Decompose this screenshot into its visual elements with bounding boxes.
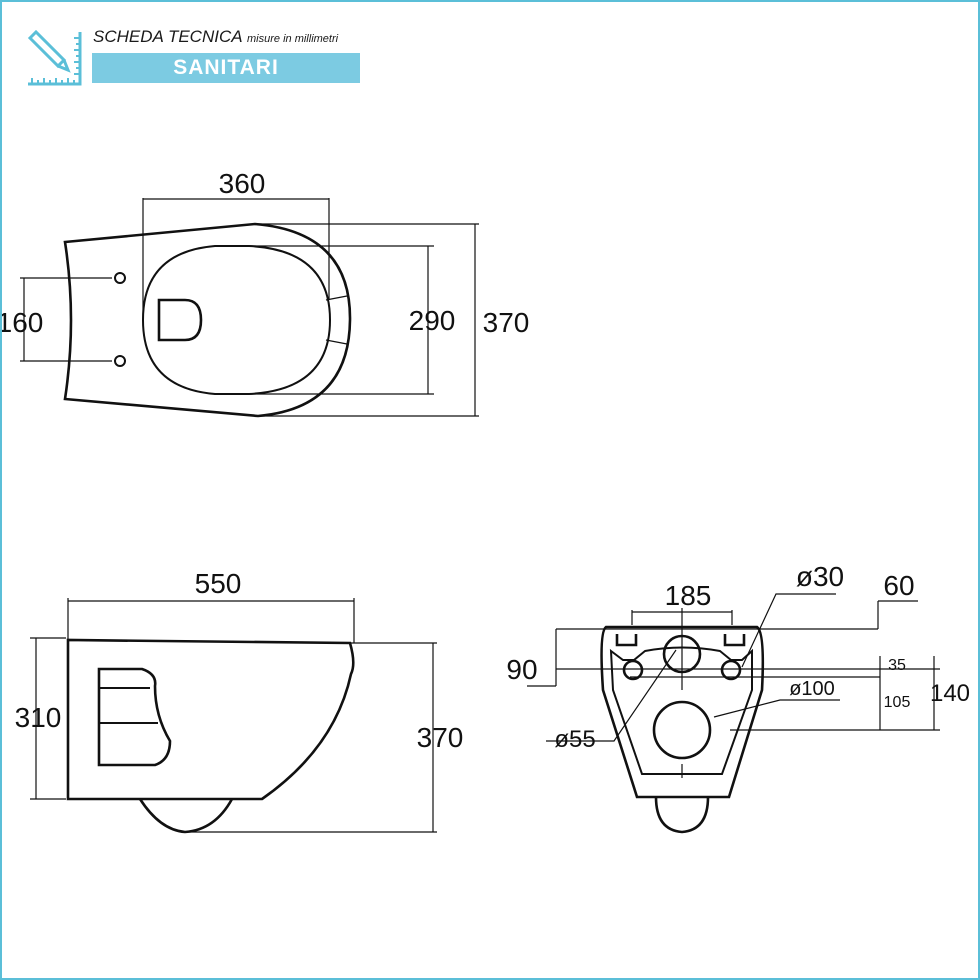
category-band: SANITARI xyxy=(92,53,360,83)
dim-holes-spacing: 160 xyxy=(0,307,43,338)
top-view: 360 160 290 370 xyxy=(0,168,530,418)
dim-total-height: 370 xyxy=(417,722,464,753)
dim-105: 105 xyxy=(884,694,911,711)
dim-35: 35 xyxy=(888,657,906,674)
ruler-pencil-icon xyxy=(27,30,82,86)
side-view: 550 310 370 xyxy=(15,568,464,834)
dim-height: 310 xyxy=(15,702,62,733)
header-title: SCHEDA TECNICA misure in millimetri xyxy=(93,27,338,47)
dim-length: 550 xyxy=(195,568,242,599)
dim-dia-100: ø100 xyxy=(789,678,835,700)
dim-90: 90 xyxy=(506,654,537,685)
dim-60: 60 xyxy=(883,570,914,601)
dim-hole-spacing-185: 185 xyxy=(665,580,712,611)
back-view: 185 ø30 60 90 35 ø100 105 140 ø55 xyxy=(506,561,970,834)
sheet-title: SCHEDA TECNICA xyxy=(93,27,243,46)
dim-dia-55: ø55 xyxy=(554,726,595,753)
dim-seat-width: 360 xyxy=(219,168,266,199)
dim-dia-30: ø30 xyxy=(796,561,844,592)
dim-inner-width: 290 xyxy=(409,305,456,336)
dim-140: 140 xyxy=(930,680,970,707)
dim-outer-width: 370 xyxy=(483,307,530,338)
units-note: misure in millimetri xyxy=(247,33,339,45)
